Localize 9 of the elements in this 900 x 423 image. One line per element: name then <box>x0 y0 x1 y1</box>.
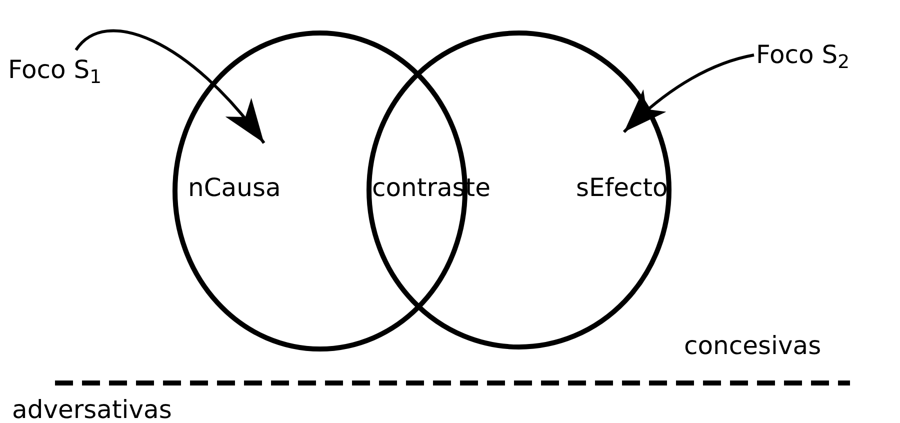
region-label: Foco S$_{2}$ <box>756 39 850 75</box>
curved-arrow <box>622 54 754 134</box>
text-label: adversativas <box>12 394 172 423</box>
venn-ellipse <box>366 30 672 350</box>
region-label: sEfecto <box>576 172 668 204</box>
region-label: Foco S$_{1}$ <box>8 54 102 90</box>
text-label: concesivas <box>684 330 822 362</box>
region-label: nCausa <box>188 172 281 204</box>
curved-arrow <box>74 30 266 144</box>
